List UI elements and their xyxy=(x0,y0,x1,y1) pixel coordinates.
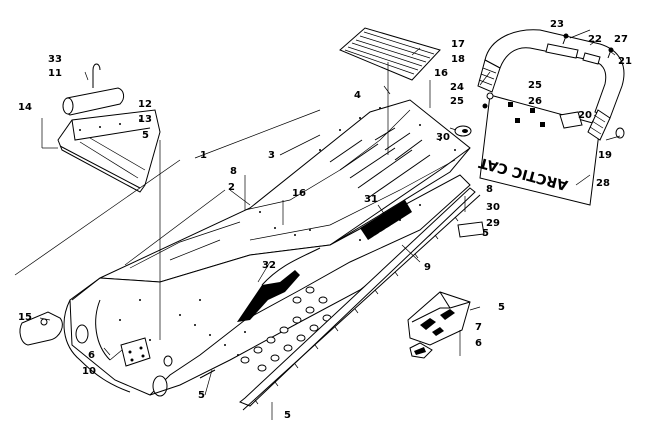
callout-5a: 5 xyxy=(142,130,149,141)
callout-labels: 1 2 3 4 5 5 5 5 5 6 6 7 8 8 9 10 11 12 1… xyxy=(18,19,632,421)
callout-20: 20 xyxy=(578,110,592,121)
callout-11: 11 xyxy=(48,68,62,79)
callout-1: 1 xyxy=(200,150,207,161)
callout-17: 17 xyxy=(451,39,465,50)
callout-28: 28 xyxy=(596,178,610,189)
leader-lines xyxy=(14,29,621,420)
footrest-bracket xyxy=(407,291,471,359)
side-holes xyxy=(240,286,332,372)
callout-29: 29 xyxy=(486,218,500,229)
front-bracket-parts xyxy=(57,63,161,193)
callout-2: 2 xyxy=(228,182,235,193)
callout-5c: 5 xyxy=(284,410,291,421)
callout-6b: 6 xyxy=(475,338,482,349)
callout-30b: 30 xyxy=(486,202,500,213)
callout-8a: 8 xyxy=(230,166,237,177)
callout-7: 7 xyxy=(475,322,482,333)
callout-12: 12 xyxy=(138,99,152,110)
callout-32: 32 xyxy=(262,260,276,271)
tunnel-vent-slots xyxy=(329,127,431,199)
bumper-grip-left xyxy=(478,67,497,86)
callout-5e: 5 xyxy=(482,228,489,239)
callout-24: 24 xyxy=(450,82,464,93)
callout-10: 10 xyxy=(82,366,96,377)
callout-33: 33 xyxy=(48,54,62,65)
side-rail xyxy=(239,187,481,411)
callout-26: 26 xyxy=(528,96,542,107)
callout-25b: 25 xyxy=(450,96,464,107)
rear-flap-assembly: ARCTIC CAT xyxy=(477,29,625,206)
rail-teeth xyxy=(254,216,459,405)
callout-5d: 5 xyxy=(498,302,505,313)
callout-3: 3 xyxy=(268,150,275,161)
callout-16b: 16 xyxy=(292,188,306,199)
callout-18: 18 xyxy=(451,54,465,65)
bumper-grip-right xyxy=(589,114,606,135)
callout-25a: 25 xyxy=(528,80,542,91)
callout-13: 13 xyxy=(138,114,152,125)
callout-16a: 16 xyxy=(434,68,448,79)
reflector xyxy=(457,221,485,238)
callout-5b: 5 xyxy=(198,390,205,401)
callout-31: 31 xyxy=(364,194,378,205)
tunnel-assembly: LOGO xyxy=(63,99,472,397)
rivets xyxy=(119,107,456,361)
decal-32 xyxy=(237,270,300,322)
callout-14: 14 xyxy=(18,102,32,113)
callout-4: 4 xyxy=(354,90,361,101)
front-handle-parts xyxy=(19,311,151,367)
callout-6a: 6 xyxy=(88,350,95,361)
callout-9: 9 xyxy=(424,262,431,273)
callout-8b: 8 xyxy=(486,184,493,195)
callout-15: 15 xyxy=(18,312,32,323)
seat-pad xyxy=(339,27,441,155)
callout-19: 19 xyxy=(598,150,612,161)
callout-21: 21 xyxy=(618,56,632,67)
callout-27: 27 xyxy=(614,34,628,45)
seat-pad-pattern xyxy=(344,31,435,75)
callout-23: 23 xyxy=(550,19,564,30)
callout-22: 22 xyxy=(588,34,602,45)
callout-30a: 30 xyxy=(436,132,450,143)
